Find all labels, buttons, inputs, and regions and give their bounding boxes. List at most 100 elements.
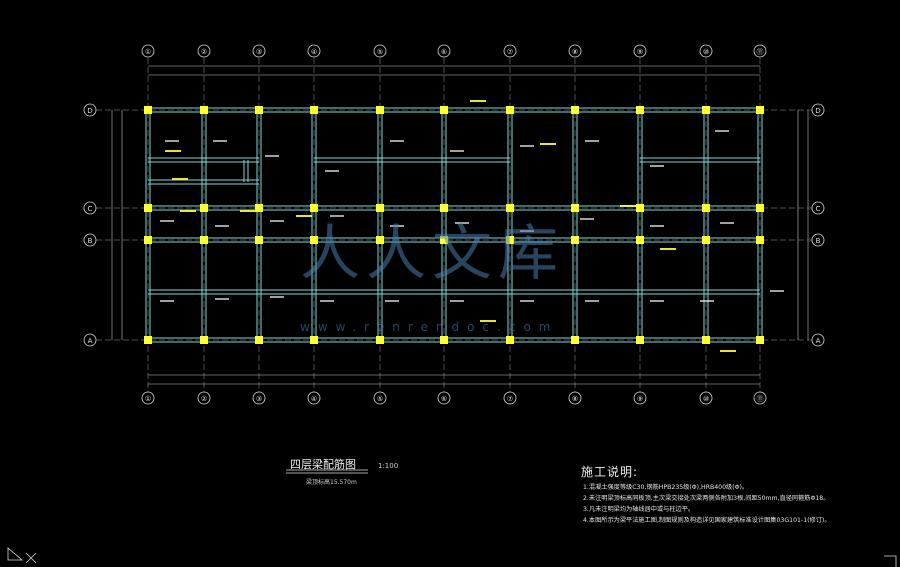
axis-bubble [83, 103, 97, 117]
beam-top-elevation: 梁顶标高15.570m [306, 479, 357, 486]
axis-bubble [373, 44, 387, 58]
axis-bubble [83, 233, 97, 247]
axis-bubble [503, 391, 517, 405]
column [144, 106, 152, 114]
rebar-annotation [265, 155, 279, 157]
axis-bubble-label: ③ [256, 48, 262, 56]
rebar-annotation [650, 225, 664, 227]
rebar-annotation [215, 225, 229, 227]
column [571, 236, 579, 244]
rebar-annotation [390, 225, 404, 227]
rebar-annotation-highlight [240, 210, 256, 212]
axis-bubble-label: D [815, 107, 820, 115]
column [440, 204, 448, 212]
rebar-annotation [720, 222, 734, 224]
column [376, 106, 384, 114]
column [571, 106, 579, 114]
rebar-annotation [585, 300, 599, 302]
rebar-annotation [520, 230, 534, 232]
rebar-annotation [325, 170, 339, 172]
rebar-annotation [700, 300, 714, 302]
rebar-annotation-highlight [296, 215, 312, 217]
drawing-title: 四层梁配筋图 [290, 458, 356, 471]
rebar-annotation [455, 222, 469, 224]
rebar-annotation-highlight [470, 100, 486, 102]
axis-bubble-label: ⑤ [377, 48, 383, 56]
rebar-annotation [585, 140, 599, 142]
axis-bubble [373, 391, 387, 405]
column [636, 204, 644, 212]
rebar-annotation-highlight [480, 320, 496, 322]
axis-bubble-label: ① [145, 48, 151, 56]
axis-bubble [503, 44, 517, 58]
watermark-text: 人人文库 [300, 219, 564, 289]
axis-bubble [699, 391, 713, 405]
axis-bubble [197, 391, 211, 405]
axis-bubble [633, 391, 647, 405]
axis-bubble [141, 44, 155, 58]
axis-bubble-label: A [88, 337, 93, 345]
axis-bubble-label: B [816, 237, 821, 245]
column [200, 106, 208, 114]
axis-bubble [568, 391, 582, 405]
column [440, 336, 448, 344]
column [636, 336, 644, 344]
column [440, 236, 448, 244]
column [756, 106, 764, 114]
column [702, 336, 710, 344]
axis-bubble-label: ⑩ [703, 395, 709, 403]
column [702, 106, 710, 114]
column [636, 106, 644, 114]
axis-bubble [437, 391, 451, 405]
rebar-annotation [450, 300, 464, 302]
axis-bubble-label: C [88, 205, 93, 213]
axis-bubble [811, 333, 825, 347]
axis-bubble [83, 201, 97, 215]
axis-bubble-label: A [816, 337, 821, 345]
axis-bubble [252, 44, 266, 58]
axis-bubble-label: ③ [256, 395, 262, 403]
column [506, 204, 514, 212]
rebar-annotation [770, 290, 784, 292]
rebar-annotation-highlight [660, 248, 676, 250]
axis-bubble [811, 201, 825, 215]
axis-bubble-label: ⑩ [703, 48, 709, 56]
axis-bubble-label: ⑨ [637, 395, 643, 403]
axis-bubble-label: ④ [311, 395, 317, 403]
axis-bubble [633, 44, 647, 58]
axis-bubble [252, 391, 266, 405]
rebar-annotation [715, 130, 729, 132]
axis-bubble [307, 44, 321, 58]
rebar-annotation [650, 165, 664, 167]
notes-heading: 施工说明: [581, 465, 639, 479]
axis-bubble-label: ⑤ [377, 395, 383, 403]
column [376, 336, 384, 344]
rebar-annotation [320, 300, 334, 302]
column [506, 236, 514, 244]
column [310, 336, 318, 344]
rebar-annotation [390, 140, 404, 142]
axis-bubble [437, 44, 451, 58]
column [310, 106, 318, 114]
drawing-scale: 1:100 [378, 462, 399, 470]
column [756, 204, 764, 212]
rebar-annotation [580, 218, 594, 220]
rebar-annotation-highlight [172, 178, 188, 180]
rebar-annotation [270, 220, 284, 222]
ucs-icon [7, 547, 24, 561]
column [144, 236, 152, 244]
axis-bubble-label: ⑪ [757, 395, 764, 403]
axis-bubble [568, 44, 582, 58]
rebar-annotation [160, 300, 174, 302]
axis-bubble [197, 44, 211, 58]
rebar-annotation [160, 220, 174, 222]
column [376, 204, 384, 212]
axis-bubble-label: ① [145, 395, 151, 403]
column [255, 336, 263, 344]
axis-bubble-label: ② [201, 48, 207, 56]
column [200, 236, 208, 244]
axis-bubble-label: ⑨ [637, 48, 643, 56]
column [255, 204, 263, 212]
rebar-annotation-highlight [180, 210, 196, 212]
